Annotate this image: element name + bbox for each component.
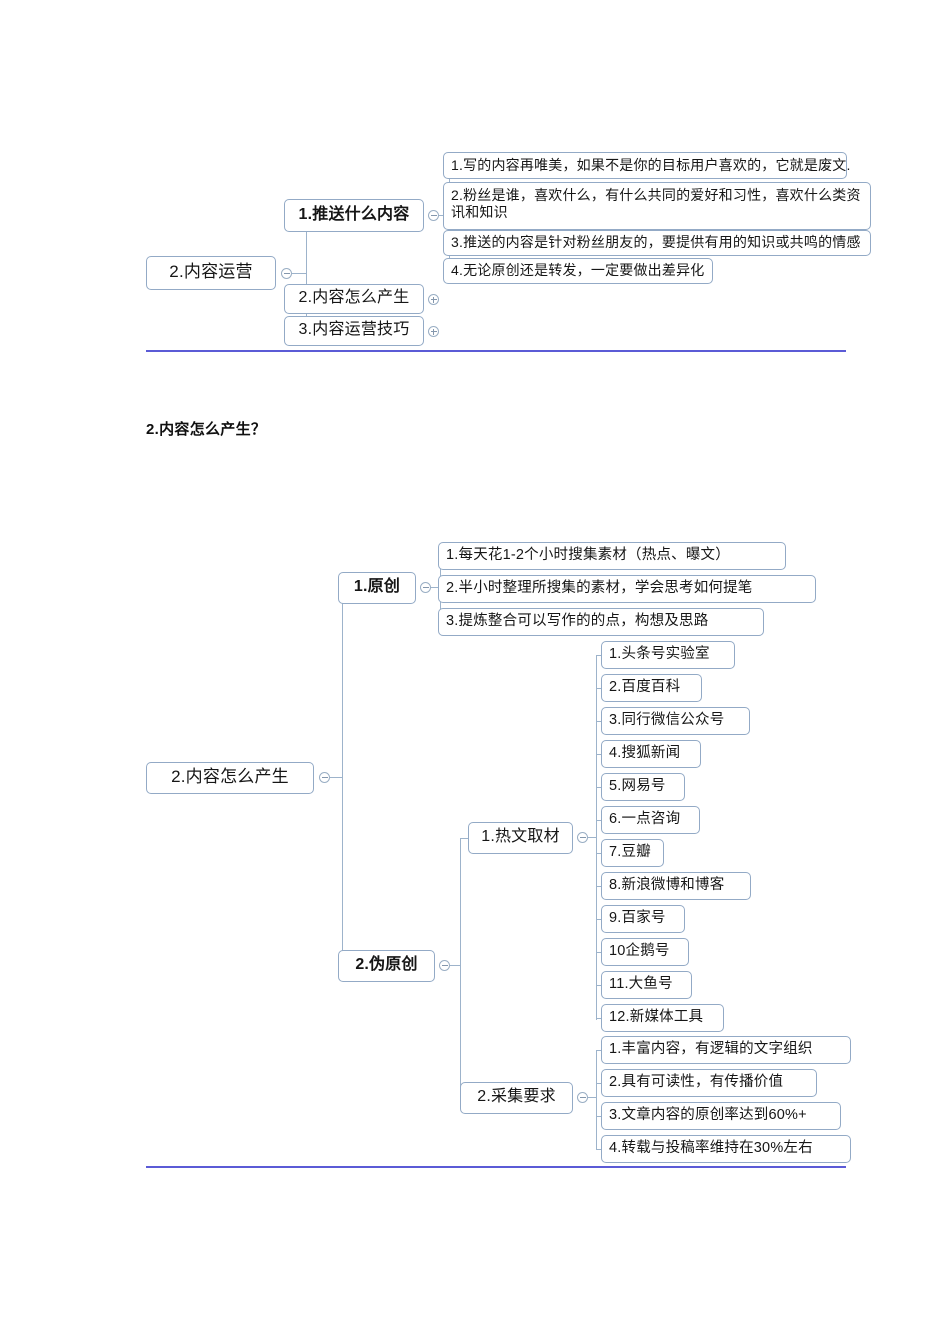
mindmap-branch-node[interactable]: 2.伪原创: [338, 950, 435, 982]
mindmap-leaf-node[interactable]: 1.每天花1-2个小时搜集素材（热点、曝文）: [438, 542, 786, 570]
mindmap-leaf-node[interactable]: 1.丰富内容，有逻辑的文字组织: [601, 1036, 851, 1064]
mindmap-leaf-node[interactable]: 11.大鱼号: [601, 971, 692, 999]
connector: [596, 688, 604, 689]
connector: [596, 919, 604, 920]
root-collapse-toggle-icon[interactable]: [281, 268, 292, 279]
branch-expand-toggle-icon[interactable]: [428, 294, 439, 305]
mindmap-branch-node[interactable]: 3.内容运营技巧: [284, 316, 424, 346]
mindmap-leaf-node[interactable]: 1.头条号实验室: [601, 641, 735, 669]
mindmap-leaf-node[interactable]: 7.豆瓣: [601, 839, 664, 867]
connector: [596, 655, 604, 656]
mindmap-leaf-node[interactable]: 1.写的内容再唯美，如果不是你的目标用户喜欢的，它就是废文.: [443, 152, 850, 179]
connector: [596, 754, 604, 755]
mindmap-leaf-node[interactable]: 2.百度百科: [601, 674, 702, 702]
mindmap-leaf-node[interactable]: 3.同行微信公众号: [601, 707, 750, 735]
connector: [596, 1149, 604, 1150]
mindmap-leaf-node[interactable]: 8.新浪微博和博客: [601, 872, 751, 900]
mindmap-leaf-node[interactable]: 3.推送的内容是针对粉丝朋友的，要提供有用的知识或共鸣的情感: [443, 230, 871, 256]
mindmap-leaf-node[interactable]: 5.网易号: [601, 773, 685, 801]
branch-collapse-toggle-icon[interactable]: [428, 210, 439, 221]
section-divider-rule: [146, 350, 846, 352]
section-divider-rule: [146, 1166, 846, 1168]
mindmap-leaf-node[interactable]: 4.搜狐新闻: [601, 740, 701, 768]
connector: [596, 655, 597, 1020]
mindmap-subgroup-node[interactable]: 1.热文取材: [468, 822, 573, 854]
mindmap-leaf-node[interactable]: 2.粉丝是谁，喜欢什么，有什么共同的爱好和习性，喜欢什么类资讯和知识: [443, 182, 871, 230]
mindmap-leaf-node[interactable]: 4.无论原创还是转发，一定要做出差异化: [443, 258, 713, 284]
connector: [306, 216, 307, 332]
connector: [588, 837, 596, 838]
connector: [596, 721, 604, 722]
mindmap-leaf-node[interactable]: 10企鹅号: [601, 938, 689, 966]
connector: [596, 1050, 597, 1150]
connector: [460, 838, 474, 839]
connector: [596, 886, 604, 887]
subgroup-collapse-toggle-icon[interactable]: [577, 1092, 588, 1103]
mindmap-root-node[interactable]: 2.内容运营: [146, 256, 276, 290]
mindmap-leaf-node[interactable]: 2.具有可读性，有传播价值: [601, 1069, 817, 1097]
connector: [596, 1116, 604, 1117]
section-heading: 2.内容怎么产生？: [146, 421, 267, 438]
connector: [342, 588, 343, 966]
mindmap-leaf-node[interactable]: 2.半小时整理所搜集的素材，学会思考如何提笔: [438, 575, 816, 603]
subgroup-collapse-toggle-icon[interactable]: [577, 832, 588, 843]
connector: [596, 1018, 604, 1019]
mindmap-leaf-node[interactable]: 4.转载与投稿率维持在30%左右: [601, 1135, 851, 1163]
branch-expand-toggle-icon[interactable]: [428, 326, 439, 337]
mindmap-subgroup-node[interactable]: 2.采集要求: [460, 1082, 573, 1114]
connector: [596, 952, 604, 953]
branch-collapse-toggle-icon[interactable]: [420, 582, 431, 593]
mindmap-leaf-node[interactable]: 12.新媒体工具: [601, 1004, 724, 1032]
connector: [330, 777, 342, 778]
root-collapse-toggle-icon[interactable]: [319, 772, 330, 783]
connector: [588, 1097, 596, 1098]
connector: [596, 985, 604, 986]
mindmap-branch-node[interactable]: 1.推送什么内容: [284, 199, 424, 232]
mindmap-leaf-node[interactable]: 6.一点咨询: [601, 806, 700, 834]
connector: [460, 838, 461, 1098]
mindmap-branch-node[interactable]: 2.内容怎么产生: [284, 284, 424, 314]
mindmap-branch-node[interactable]: 1.原创: [338, 572, 416, 604]
mindmap-root-node[interactable]: 2.内容怎么产生: [146, 762, 314, 794]
mindmap-leaf-node[interactable]: 3.提炼整合可以写作的的点，构想及思路: [438, 608, 764, 636]
connector: [431, 587, 440, 588]
mindmap-leaf-node[interactable]: 3.文章内容的原创率达到60%+: [601, 1102, 841, 1130]
connector: [596, 1083, 604, 1084]
branch-collapse-toggle-icon[interactable]: [439, 960, 450, 971]
connector: [596, 853, 604, 854]
connector: [450, 965, 460, 966]
connector: [596, 820, 604, 821]
mindmap-leaf-node[interactable]: 9.百家号: [601, 905, 685, 933]
connector: [596, 787, 604, 788]
connector: [596, 1050, 604, 1051]
connector: [292, 273, 306, 274]
